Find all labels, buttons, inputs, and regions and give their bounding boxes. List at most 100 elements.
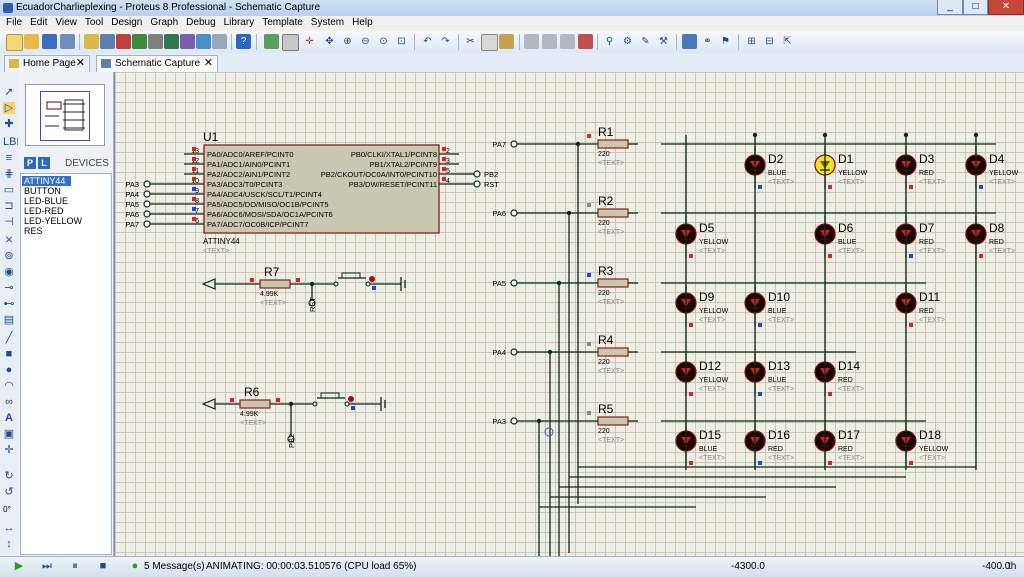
library-manager-button[interactable]: L [38,157,50,169]
close-button[interactable]: ✕ [988,0,1024,15]
menu-graph[interactable]: Graph [150,17,179,28]
bom-icon[interactable] [164,34,179,49]
text-tool-icon[interactable]: A [5,412,13,424]
text-script-icon[interactable]: ≡ [5,152,13,164]
device-item[interactable]: RES [24,226,43,236]
selection-mode-icon[interactable]: ➚ [4,86,14,98]
arc-tool-icon[interactable]: ◠ [4,380,14,392]
cut-icon[interactable]: ✂ [466,36,475,47]
tab-close-icon[interactable]: ✕ [203,57,213,69]
box-tool-icon[interactable]: ■ [5,348,13,360]
menu-view[interactable]: View [55,17,77,28]
play-icon[interactable]: ▶ [14,560,24,572]
menu-system[interactable]: System [310,17,345,28]
maximize-button[interactable]: □ [963,0,988,15]
menu-template[interactable]: Template [262,17,303,28]
button-cap[interactable] [341,272,361,279]
property-tool-icon[interactable]: ⚑ [721,36,730,47]
block-rotate-icon[interactable] [560,34,575,49]
open-folder-icon[interactable] [24,34,39,49]
component-mode-icon[interactable]: ▷ [3,102,15,114]
marker-tool-icon[interactable]: ✛ [4,444,14,456]
home-icon[interactable] [84,34,99,49]
tab-home-page[interactable]: Home Page ✕ [4,55,90,72]
device-pins-icon[interactable]: ⊣ [4,216,14,228]
virtual-instruments-icon[interactable]: ▤ [3,314,15,326]
resistor-body[interactable] [239,399,271,409]
mirror-y-icon[interactable]: ↕ [6,538,12,550]
redo-icon[interactable]: ↷ [441,36,450,47]
device-item[interactable]: LED-BLUE [24,196,69,206]
packaging-tool-icon[interactable]: ✎ [641,36,650,47]
tab-close-icon[interactable]: ✕ [75,57,85,69]
current-probe-icon[interactable]: ⊷ [3,298,15,310]
overview-window[interactable] [25,84,105,146]
save-icon[interactable] [42,34,57,49]
block-copy-icon[interactable] [524,34,539,49]
tape-recorder-icon[interactable]: ⊚ [4,250,14,262]
menu-edit[interactable]: Edit [30,17,48,28]
step-icon[interactable]: ⏭ [42,560,52,572]
resistor-body[interactable] [597,347,629,357]
menu-help[interactable]: Help [352,17,373,28]
schematic-icon[interactable] [100,34,115,49]
3d-icon[interactable] [148,34,163,49]
rotate-ccw-icon[interactable]: ↺ [4,486,14,498]
zoom-area-icon[interactable]: ⊡ [397,36,406,47]
resistor-body[interactable] [259,279,291,289]
junction-mode-icon[interactable]: ✚ [4,118,14,130]
zoom-in-icon[interactable]: ⊕ [343,36,352,47]
messages-count[interactable]: 5 Message(s) [144,561,205,572]
circle-tool-icon[interactable]: ● [5,364,13,376]
sub-circuit-icon[interactable]: ▭ [3,184,15,196]
make-device-icon[interactable]: ⚙ [623,36,632,47]
gerber-icon[interactable] [132,34,147,49]
voltage-probe-icon[interactable]: ⊸ [4,282,14,294]
stop-icon[interactable]: ■ [99,560,107,572]
graph-icon[interactable]: ⨯ [4,234,14,246]
grid-icon[interactable] [282,34,299,51]
refresh-icon[interactable] [264,34,279,49]
generator-icon[interactable]: ◉ [4,266,14,278]
line-tool-icon[interactable]: ╱ [5,332,13,344]
paste-icon[interactable] [499,34,514,49]
design-explorer-icon[interactable] [212,34,227,49]
device-item[interactable]: LED-RED [24,206,64,216]
resistor-body[interactable] [597,416,629,426]
device-item[interactable]: ATTINY44 [22,176,72,186]
device-item[interactable]: BUTTON [24,186,61,196]
buses-icon[interactable]: ⋕ [4,168,14,180]
search-tag-icon[interactable]: ⚭ [703,36,712,47]
mirror-x-icon[interactable]: ↔ [3,522,15,534]
zoom-out-icon[interactable]: ⊖ [361,36,370,47]
device-item[interactable]: LED-YELLOW [24,216,83,226]
new-file-icon[interactable] [6,34,23,51]
remove-sheet-icon[interactable]: ⊟ [765,36,774,47]
source-icon[interactable] [180,34,195,49]
rotation-angle[interactable]: 0° [3,505,11,514]
undo-icon[interactable]: ↶ [423,36,432,47]
pick-devices-button[interactable]: P [24,157,36,169]
pause-icon[interactable]: ⏸ [72,560,78,572]
symbol-tool-icon[interactable]: ▣ [3,428,15,440]
device-list[interactable]: ATTINY44 BUTTON LED-BLUE LED-RED LED-YEL… [20,173,112,555]
overview-viewport[interactable] [40,91,90,141]
resistor-body[interactable] [597,208,629,218]
close-project-icon[interactable] [60,34,75,49]
minimize-button[interactable]: _ [937,0,963,15]
vsm-studio-icon[interactable] [196,34,211,49]
mcu-body[interactable] [203,144,440,234]
menu-library[interactable]: Library [223,17,255,28]
button-cap[interactable] [320,392,340,399]
path-tool-icon[interactable]: ∞ [5,396,13,408]
new-sheet-icon[interactable]: ⊞ [747,36,756,47]
resistor-body[interactable] [597,139,629,149]
copy-icon[interactable] [481,34,498,51]
terminals-icon[interactable]: ⊐ [4,200,14,212]
pcb-icon[interactable] [116,34,131,49]
resistor-body[interactable] [597,278,629,288]
menu-file[interactable]: File [6,17,23,28]
pan-icon[interactable]: ✥ [325,36,334,47]
menu-design[interactable]: Design [111,17,143,28]
